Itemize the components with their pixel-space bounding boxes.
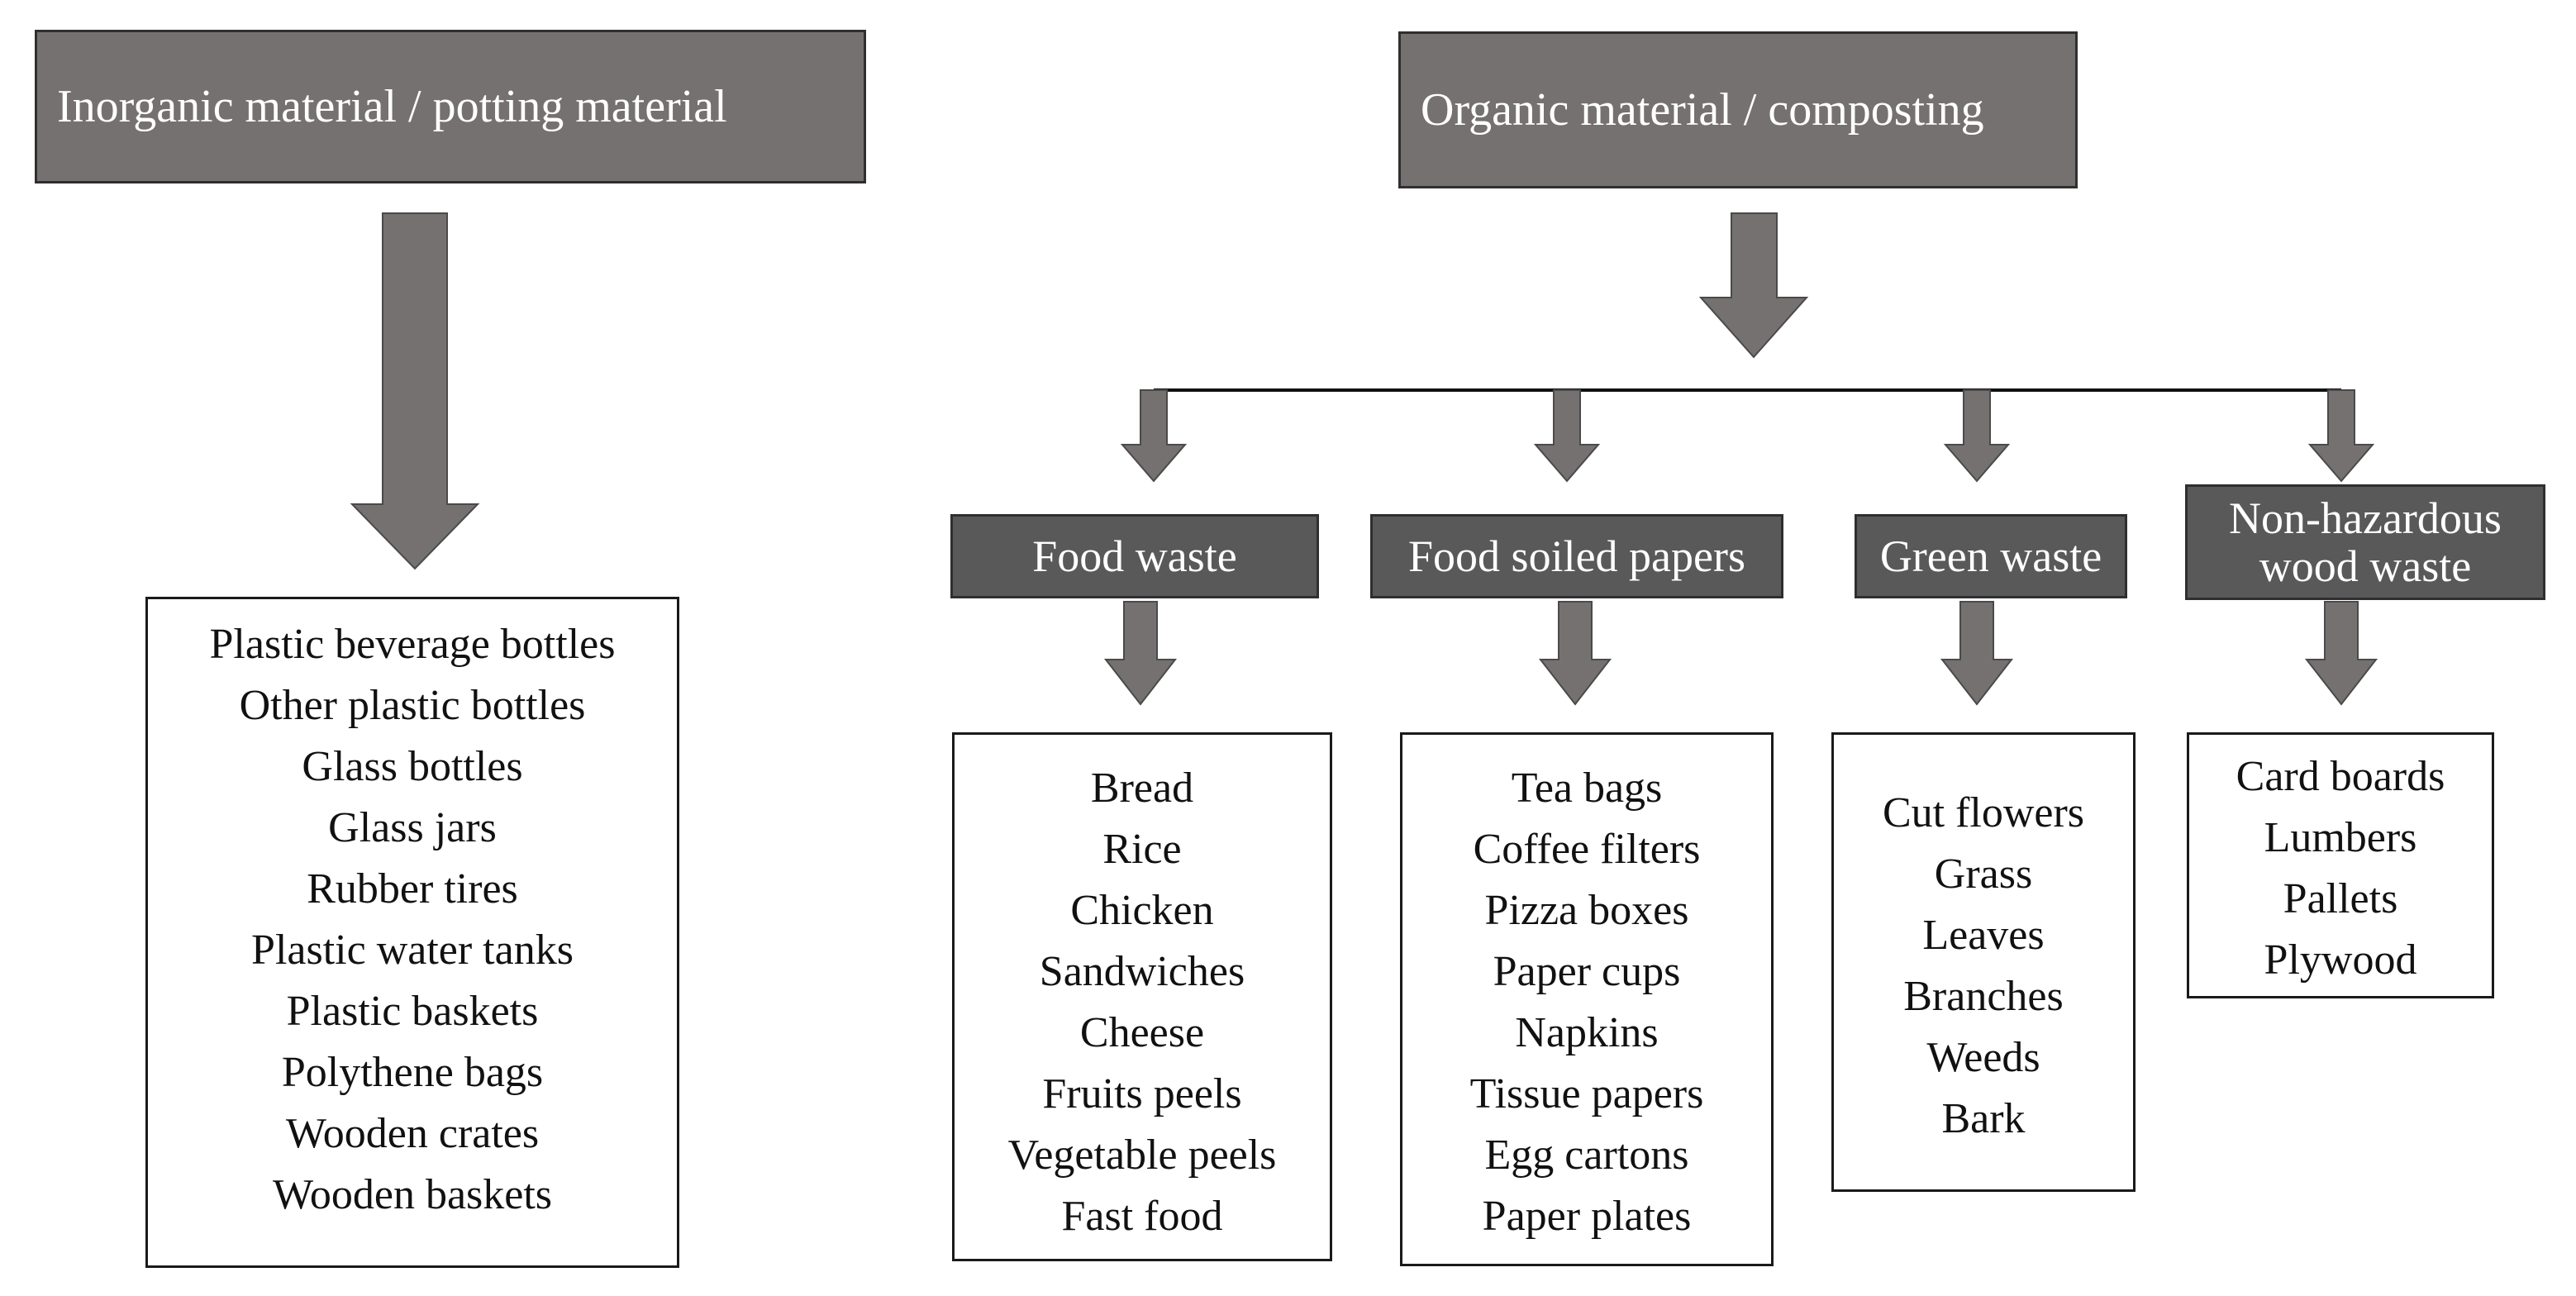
category-food-soiled-papers: Food soiled papers	[1370, 514, 1783, 598]
down-arrow-icon	[1943, 389, 2011, 483]
list-item: Bark	[1941, 1095, 2026, 1142]
list-item: Polythene bags	[281, 1049, 544, 1096]
list-item: Branches	[1903, 973, 2064, 1020]
down-arrow-icon	[1538, 601, 1612, 706]
list-item: Wooden baskets	[272, 1171, 553, 1218]
list-item: Cheese	[1079, 1009, 1205, 1056]
list-item: Plastic beverage bottles	[209, 621, 616, 668]
list-item: Rice	[1102, 826, 1182, 873]
list-item: Tea bags	[1511, 765, 1663, 812]
category-label: Non-hazardous wood waste	[2229, 493, 2502, 591]
list-item: Leaves	[1922, 912, 2045, 959]
down-arrow-icon	[1940, 601, 2014, 706]
inorganic-header: Inorganic material / potting material	[35, 30, 866, 183]
down-arrow-icon	[1103, 601, 1178, 706]
inorganic-title: Inorganic material / potting material	[57, 81, 727, 132]
list-item: Vegetable peels	[1007, 1132, 1277, 1179]
list-item: Grass	[1934, 850, 2033, 898]
category-label: Green waste	[1879, 531, 2102, 581]
list-item: Plastic water tanks	[251, 927, 574, 974]
list-item: Coffee filters	[1473, 826, 1701, 873]
down-arrow-icon	[1120, 389, 1188, 483]
category-food-waste: Food waste	[950, 514, 1319, 598]
list-item: Glass bottles	[302, 743, 523, 790]
list-item: Tissue papers	[1469, 1070, 1704, 1117]
list-item: Plywood	[2264, 936, 2417, 984]
green-waste-items-box: Cut flowers Grass Leaves Branches Weeds …	[1831, 732, 2136, 1192]
down-arrow-icon	[2304, 601, 2378, 706]
down-arrow-icon	[350, 212, 480, 570]
down-arrow-icon	[1698, 212, 1809, 359]
category-label: Food soiled papers	[1408, 531, 1745, 581]
list-item: Weeds	[1926, 1034, 2040, 1081]
down-arrow-icon	[1533, 389, 1601, 483]
list-item: Egg cartons	[1484, 1132, 1689, 1179]
list-item: Plastic baskets	[286, 988, 539, 1035]
category-green-waste: Green waste	[1855, 514, 2127, 598]
list-item: Fruits peels	[1042, 1070, 1242, 1117]
organic-header: Organic material / composting	[1398, 31, 2078, 188]
organic-title: Organic material / composting	[1421, 84, 1984, 136]
list-item: Wooden crates	[285, 1110, 540, 1157]
list-item: Pallets	[2283, 875, 2398, 922]
list-item: Lumbers	[2264, 814, 2417, 861]
list-item: Bread	[1090, 765, 1194, 812]
category-non-hazardous-wood-waste: Non-hazardous wood waste	[2185, 484, 2545, 600]
wood-waste-items-box: Card boards Lumbers Pallets Plywood	[2187, 732, 2494, 998]
category-label: Food waste	[1032, 531, 1237, 581]
list-item: Napkins	[1515, 1009, 1659, 1056]
list-item: Other plastic bottles	[239, 682, 586, 729]
list-item: Cut flowers	[1882, 789, 2085, 836]
list-item: Paper cups	[1493, 948, 1681, 995]
list-item: Sandwiches	[1039, 948, 1245, 995]
list-item: Rubber tires	[307, 865, 518, 912]
list-item: Card boards	[2236, 753, 2445, 800]
inorganic-items-box: Plastic beverage bottles Other plastic b…	[145, 597, 679, 1268]
list-item: Chicken	[1070, 887, 1214, 934]
list-item: Pizza boxes	[1484, 887, 1689, 934]
list-item: Paper plates	[1482, 1193, 1692, 1240]
list-item: Glass jars	[328, 804, 497, 851]
food-waste-items-box: Bread Rice Chicken Sandwiches Cheese Fru…	[952, 732, 1332, 1261]
list-item: Fast food	[1061, 1193, 1223, 1240]
down-arrow-icon	[2307, 389, 2375, 483]
food-soiled-papers-items-box: Tea bags Coffee filters Pizza boxes Pape…	[1400, 732, 1774, 1266]
